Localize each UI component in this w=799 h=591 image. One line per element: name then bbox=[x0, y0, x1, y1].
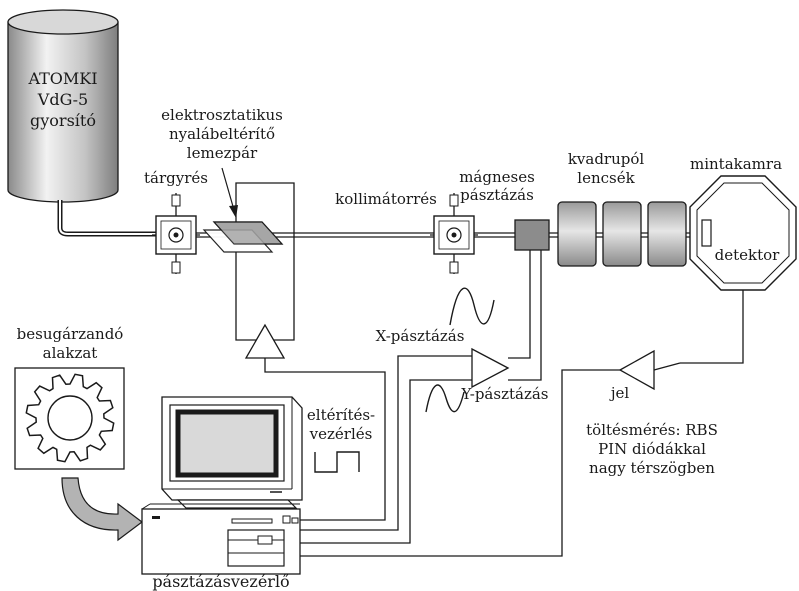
detector-signal-line bbox=[680, 290, 744, 364]
deflector-label-1: elektrosztatikus bbox=[161, 106, 283, 124]
deflector-label-3: lemezpár bbox=[187, 144, 258, 162]
pattern-label-2: alakzat bbox=[43, 344, 98, 362]
magnetic-scanner bbox=[514, 219, 550, 251]
quadrupole-label-1: kvadrupól bbox=[568, 150, 645, 168]
charge-measurement-line bbox=[300, 369, 620, 557]
target-slit-label: tárgyrés bbox=[144, 169, 208, 187]
sample-chamber bbox=[689, 175, 797, 291]
collimator-slit bbox=[430, 193, 478, 274]
deflector-pointer bbox=[221, 167, 235, 211]
deflection-control-waveform bbox=[314, 451, 360, 473]
x-scan-waveform bbox=[449, 287, 495, 326]
y-scan-label: Y-pásztázás bbox=[461, 385, 549, 403]
magnetic-scan-label-2: pásztázás bbox=[460, 186, 534, 204]
detector-label: detektor bbox=[715, 246, 781, 264]
x-control-line bbox=[300, 355, 472, 531]
scan-controller-label: pásztázásvezérlő bbox=[152, 572, 289, 591]
deflector-amplifier bbox=[244, 323, 286, 359]
gear-hole bbox=[47, 395, 93, 441]
deflection-control-label-2: vezérlés bbox=[309, 425, 373, 443]
charge-label-2: PIN diódákkal bbox=[598, 440, 706, 458]
y-scan-waveform bbox=[425, 384, 465, 413]
accelerator-label-3: gyorsító bbox=[30, 111, 96, 130]
deflector-wiring bbox=[235, 182, 295, 341]
pattern-label-1: besugárzandó bbox=[17, 325, 124, 343]
y-control-line bbox=[300, 379, 472, 544]
scan-amplifier bbox=[471, 347, 510, 389]
y-scan-line bbox=[508, 250, 542, 381]
deflector-plates bbox=[202, 221, 284, 253]
charge-label-1: töltésmérés: RBS bbox=[586, 421, 718, 439]
deflector-label-2: nyalábeltérítő bbox=[169, 125, 275, 143]
accelerator-label-2: VdG-5 bbox=[37, 90, 88, 109]
pattern-to-computer-arrow bbox=[61, 477, 143, 542]
scan-controller-computer bbox=[141, 396, 303, 575]
sample-chamber-label: mintakamra bbox=[690, 155, 782, 173]
magnetic-scan-label-1: mágneses bbox=[459, 168, 535, 186]
deflector-control-line bbox=[264, 358, 386, 521]
signal-label: jel bbox=[609, 384, 630, 402]
quadrupole-lenses bbox=[557, 201, 687, 267]
target-slit bbox=[152, 193, 200, 274]
deflection-control-label-1: eltérítés- bbox=[307, 406, 375, 424]
collimator-slit-label: kollimátorrés bbox=[335, 190, 437, 208]
accelerator-label-1: ATOMKI bbox=[27, 69, 97, 88]
accelerator-cylinder: ATOMKI VdG-5 gyorsító bbox=[7, 9, 119, 203]
x-scan-label: X-pásztázás bbox=[376, 327, 465, 345]
x-scan-line bbox=[508, 250, 531, 359]
charge-label-3: nagy térszögben bbox=[589, 459, 715, 477]
beam-pipe-vertical bbox=[57, 200, 165, 237]
quadrupole-label-2: lencsék bbox=[577, 169, 635, 187]
